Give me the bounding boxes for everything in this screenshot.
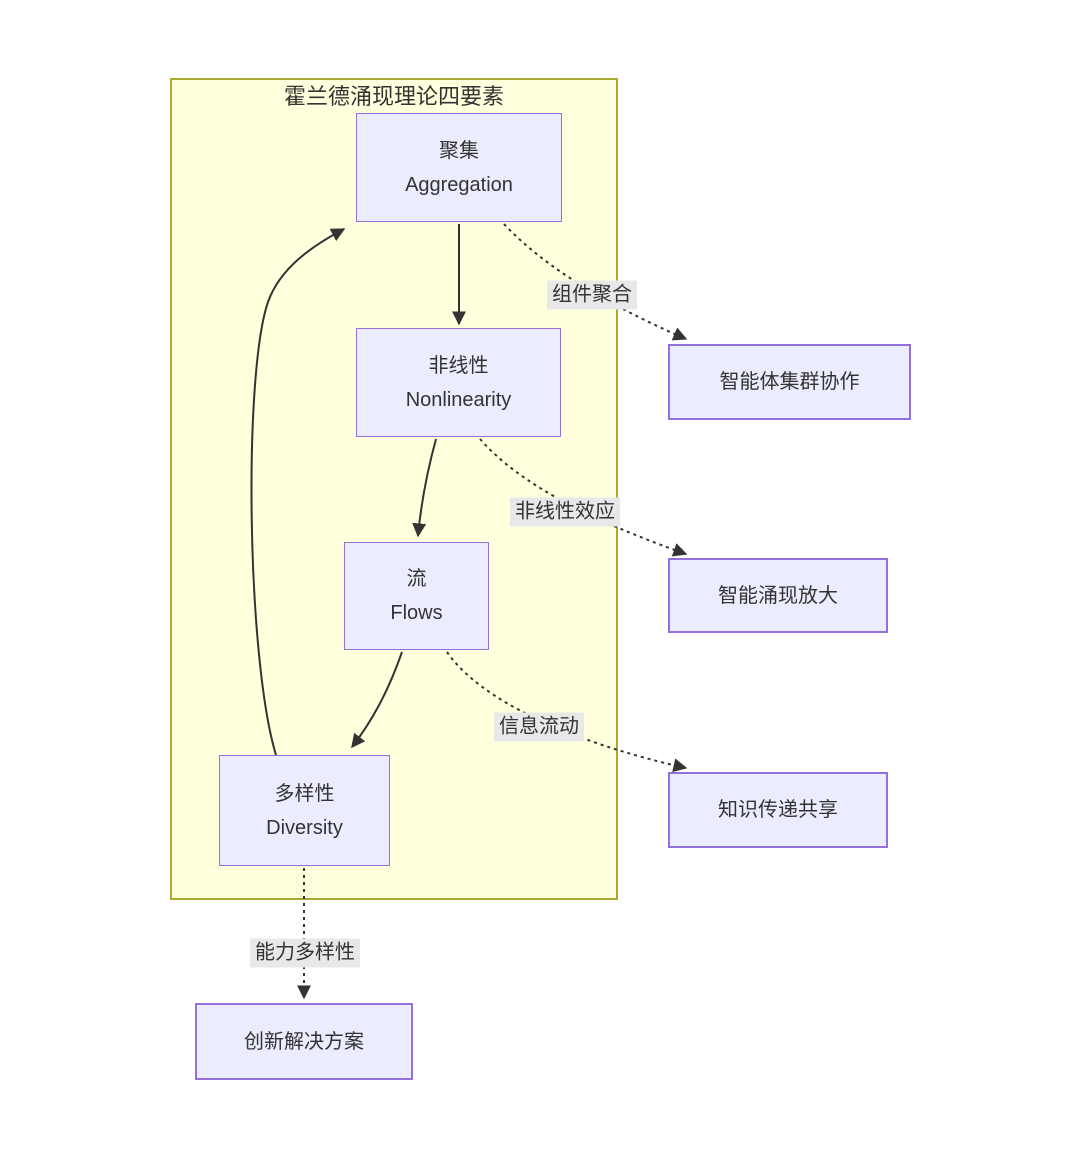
node-nonlinearity: 非线性 Nonlinearity [356, 328, 561, 437]
node-flows-label-en: Flows [390, 602, 443, 624]
edge-label-capability-diversity: 能力多样性 [250, 938, 360, 968]
edge-diversity-aggregation [250, 228, 346, 756]
node-aggregation-label-zh: 聚集 [439, 139, 479, 162]
node-knowledge-sharing-label: 知识传递共享 [718, 799, 838, 821]
edge-label-information-flow: 信息流动 [494, 712, 584, 742]
edge-nonlinearity-amplification [479, 438, 688, 557]
node-diversity-label-zh: 多样性 [274, 782, 335, 805]
node-diversity: 多样性 Diversity [219, 755, 390, 866]
edge-label-nonlinear-effect: 非线性效应 [510, 497, 620, 527]
node-flows-label-zh: 流 [406, 568, 427, 590]
node-nonlinearity-label-zh: 非线性 [428, 354, 489, 377]
node-innovative-solutions-label: 创新解决方案 [244, 1030, 364, 1053]
node-aggregation: 聚集 Aggregation [356, 113, 562, 222]
node-emergence-amplification-label: 智能涌现放大 [718, 584, 838, 607]
node-innovative-solutions: 创新解决方案 [195, 1003, 413, 1080]
node-emergence-amplification: 智能涌现放大 [668, 558, 888, 633]
node-diversity-label-en: Diversity [266, 816, 343, 839]
node-flows: 流 Flows [344, 542, 489, 650]
cluster-title: 霍兰德涌现理论四要素 [283, 84, 504, 109]
node-knowledge-sharing: 知识传递共享 [668, 772, 888, 848]
node-swarm-collaboration: 智能体集群协作 [668, 344, 911, 420]
edge-nonlinearity-flows [412, 438, 437, 538]
node-nonlinearity-label-en: Nonlinearity [405, 388, 512, 411]
edge-label-component-aggregation: 组件聚合 [547, 280, 637, 310]
edge-flows-diversity [351, 651, 403, 749]
edge-flows-knowledge [446, 651, 688, 773]
node-swarm-collaboration-label: 智能体集群协作 [719, 371, 860, 393]
node-aggregation-label-en: Aggregation [405, 173, 513, 196]
